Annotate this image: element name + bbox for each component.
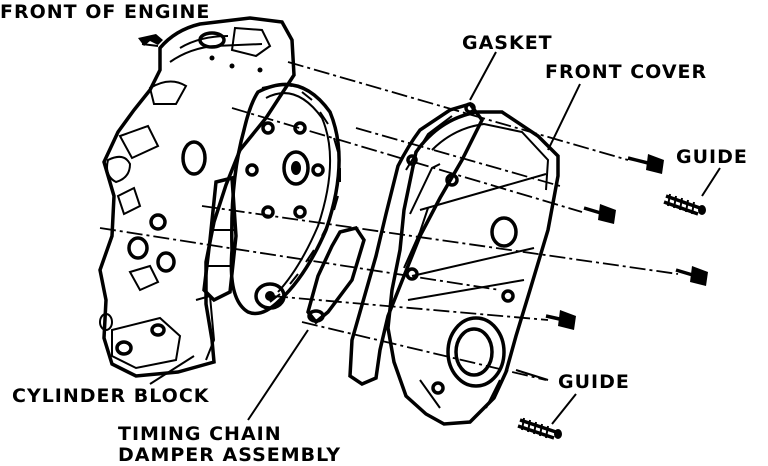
guide-pin-top <box>663 193 706 216</box>
bolt-lower-middle <box>545 310 576 330</box>
label-timing-chain-damper-line2: DAMPER ASSEMBLY <box>118 444 341 466</box>
label-cylinder-block: CYLINDER BLOCK <box>12 385 210 407</box>
guide-pin-bottom <box>517 417 562 440</box>
timing-chain-damper <box>202 175 366 325</box>
front-cover <box>386 110 560 426</box>
timing-chain-sprocket <box>229 82 341 316</box>
label-front-of-engine: FRONT OF ENGINE <box>0 1 210 23</box>
label-gasket: GASKET <box>462 32 553 54</box>
label-front-cover: FRONT COVER <box>545 61 707 83</box>
label-guide-top: GUIDE <box>676 146 748 168</box>
cylinder-block <box>98 16 296 378</box>
alignment-lines <box>99 61 679 381</box>
leader-lines <box>149 51 721 425</box>
front-direction-arrow-icon <box>138 34 163 47</box>
label-timing-chain-damper-line1: TIMING CHAIN <box>118 423 282 445</box>
bolt-top <box>627 154 664 174</box>
gasket <box>348 101 485 386</box>
label-guide-bottom: GUIDE <box>558 371 630 393</box>
bolt-right <box>675 266 708 286</box>
bolt-upper-middle <box>583 204 616 224</box>
